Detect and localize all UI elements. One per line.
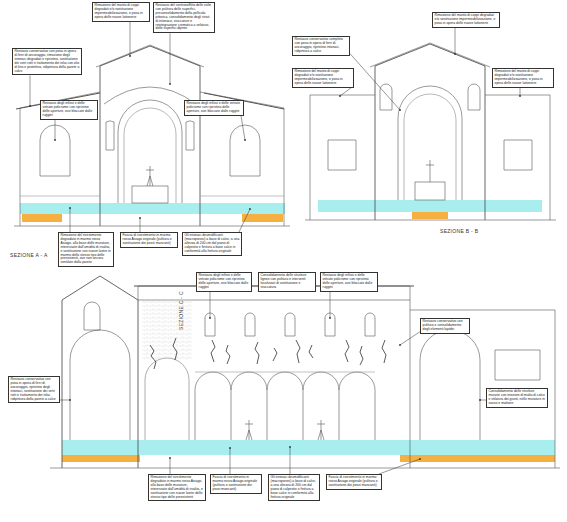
callout-text: Restauro degli infissi e delle vetrate p… <box>323 274 376 290</box>
leader-line <box>30 75 31 106</box>
callout-box: Consolidamento delle strutture murarie c… <box>486 388 548 408</box>
leader-dot <box>419 458 421 460</box>
leader-dot <box>244 139 246 141</box>
leader-dot <box>69 207 71 209</box>
leader-dot <box>139 217 141 219</box>
leader-line <box>330 292 331 318</box>
leader-line <box>230 448 231 474</box>
leader-dot <box>229 447 231 449</box>
leader-line <box>130 22 131 56</box>
callout-box: Rimozione del manto di coppi degradati e… <box>492 68 554 88</box>
callout-box: Restauro degli infissi e delle vetrate p… <box>196 272 252 292</box>
leader-line <box>55 120 56 140</box>
callout-box: Fascia di rivestimento in marmo rosso As… <box>210 474 262 494</box>
leader-dot <box>479 399 481 401</box>
leader-line <box>350 54 400 110</box>
leader-dot <box>54 139 56 141</box>
leader-dot <box>399 109 401 111</box>
leader-dot <box>249 208 251 210</box>
leader-dot <box>169 83 171 85</box>
callout-box: Gli intonaci deumidificanti (macroporosi… <box>182 232 242 256</box>
callout-text: Restauro degli infissi e delle vetrate p… <box>199 274 250 290</box>
callout-box: Restauro degli infissi e delle vetrate p… <box>184 100 244 116</box>
section-title: SEZIONE A - A <box>10 252 48 258</box>
callout-text: Rimozione del manto di coppi degradati e… <box>435 14 498 26</box>
callout-text: Consolidamento delle strutture lignee co… <box>261 274 314 290</box>
leader-line <box>140 218 141 232</box>
callout-text: Rimozione del rivestimento degradato in … <box>151 476 204 499</box>
leader-line <box>290 447 291 474</box>
callout-text: Restauro conservativo con posa in opera … <box>15 50 80 73</box>
leader-line <box>170 458 171 474</box>
callout-box: Fascia di rivestimento in marmo rosso As… <box>120 232 178 248</box>
callout-text: Fascia di rivestimento in marmo rosso As… <box>123 234 176 246</box>
callout-box: Fascia di rivestimento in marmo rosso As… <box>326 474 382 490</box>
section-title: SEZIONE B - B <box>440 228 478 234</box>
leader-line <box>520 88 521 96</box>
leader-line <box>379 459 420 474</box>
callout-text: Restauro del controsoffitto delle volte … <box>156 4 213 31</box>
leader-line <box>70 208 71 232</box>
callout-text: Rimozione del manto di coppi degradati e… <box>495 70 552 86</box>
leader-dot <box>209 317 211 319</box>
callout-box: Restauro degli infissi e delle vetrate p… <box>40 100 98 120</box>
callout-box: Rimozione del rivestimento degradato in … <box>148 474 206 501</box>
callout-box: Consolidamento delle strutture lignee co… <box>258 272 316 292</box>
callout-text: Restauro degli infissi e delle vetrate p… <box>187 102 242 114</box>
callout-text: Gli intonaci deumidificanti (macroporosi… <box>185 234 240 254</box>
leader-dot <box>454 53 456 55</box>
leader-line <box>241 116 245 140</box>
callout-text: Rimozione del manto di coppi degradati e… <box>295 70 352 86</box>
leader-dot <box>169 457 171 459</box>
callout-box: Restauro degli infissi e delle vetrate p… <box>320 272 378 292</box>
callout-text: Restauro degli infissi e delle vetrate p… <box>43 102 96 118</box>
callout-box: Rimozione del rivestimento degradato in … <box>58 232 114 267</box>
leader-line <box>60 400 70 401</box>
callout-text: Restauro conservativo con posa in opera … <box>11 378 58 401</box>
callout-box: Rimozione del manto di coppi degradati e… <box>92 2 150 22</box>
leader-dot <box>399 344 401 346</box>
leader-dot <box>339 95 341 97</box>
callout-box: Restauro conservativo con posa in opera … <box>8 376 60 403</box>
leader-dot <box>69 399 71 401</box>
callout-box: Gli intonaci deumidificanti (macroporosi… <box>268 474 320 501</box>
callout-text: Rimozione del manto di coppi degradati e… <box>95 4 148 20</box>
callout-text: Fascia di rivestimento in marmo rosso As… <box>213 476 260 492</box>
callout-text: Fascia di rivestimento in marmo rosso As… <box>329 476 380 488</box>
callout-box: Restauro del controsoffitto delle volte … <box>153 2 215 33</box>
leader-line <box>210 292 211 318</box>
callout-box: Rimozione del manto di coppi degradati e… <box>432 12 500 28</box>
callout-text: Restauro conservativo completo con posa … <box>295 38 348 54</box>
callout-box: Restauro conservativo con posa in opera … <box>12 48 82 75</box>
leader-dot <box>289 446 291 448</box>
callout-text: Rimozione del rivestimento degradato in … <box>61 234 112 265</box>
callout-text: Consolidamento delle strutture murarie c… <box>489 390 546 406</box>
callout-box: Restauro conservativo con pulitura e con… <box>420 318 470 334</box>
leader-dot <box>329 317 331 319</box>
callout-text: Gli intonaci deumidificanti (macroporosi… <box>271 476 318 499</box>
callout-box: Rimozione del manto di coppi degradati e… <box>292 68 354 88</box>
callout-box: Restauro conservativo completo con posa … <box>292 36 350 56</box>
leader-line <box>170 33 171 84</box>
callout-text: Restauro conservativo con pulitura e con… <box>423 320 468 332</box>
leader-line <box>455 28 456 54</box>
section-title: SEZIONE C - C <box>178 291 184 330</box>
leader-dot <box>129 55 131 57</box>
leader-line <box>400 332 420 345</box>
leader-dot <box>29 105 31 107</box>
leader-line <box>239 209 250 232</box>
leader-dot <box>519 95 521 97</box>
